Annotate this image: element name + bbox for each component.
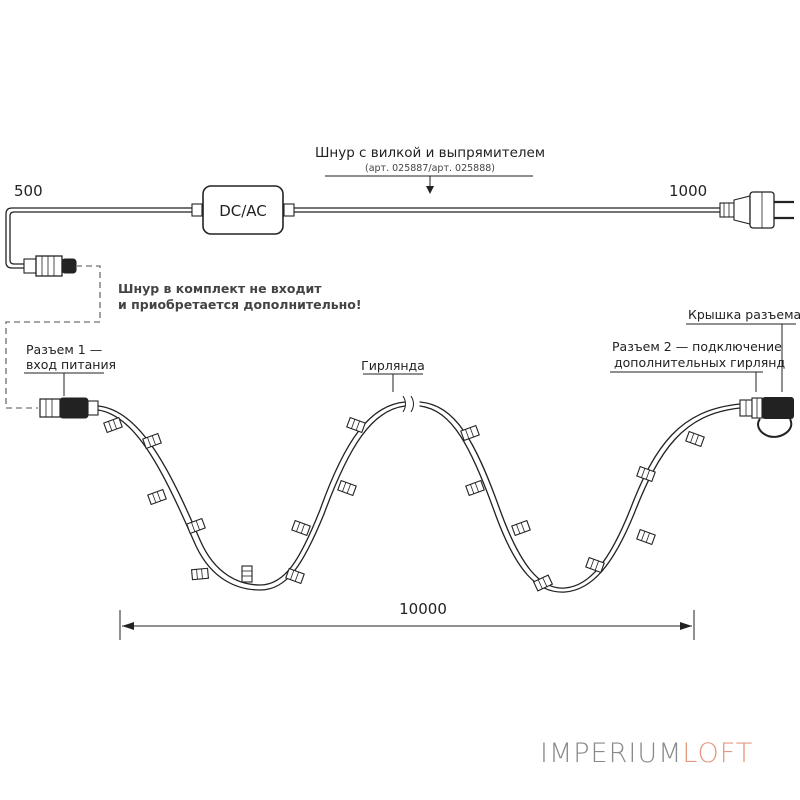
garland-dimension: 10000 [119, 600, 695, 640]
bulb [465, 479, 485, 497]
bulb [142, 432, 162, 450]
cord-pointer-arrow [426, 186, 434, 194]
garland [97, 395, 741, 593]
connector-2 [739, 397, 763, 419]
bulb [337, 479, 357, 497]
bulb [241, 565, 253, 583]
rectifier-label: DC/AC [219, 202, 267, 220]
bulb [636, 528, 656, 546]
bulb [511, 519, 531, 537]
strain-relief-left [191, 203, 203, 217]
power-cord: DC/AC Шнур с вилкой и выпрямителем [5, 145, 794, 277]
cord-connector [23, 255, 77, 277]
dimension-arrow-left [122, 622, 134, 630]
note-line-1: Шнур в комплект не входит [118, 281, 322, 296]
bulb [685, 430, 705, 448]
bulb [585, 556, 605, 574]
cord-length-left: 500 [14, 182, 43, 200]
dimension-arrow-right [680, 622, 692, 630]
plug [719, 191, 794, 229]
bulb [636, 465, 656, 483]
cord-subtitle: (арт. 025887/арт. 025888) [365, 163, 495, 174]
connector-1 [39, 397, 99, 419]
garland-wire-a [97, 401, 741, 589]
strain-relief-right [283, 203, 295, 217]
garland-break-2 [410, 395, 414, 413]
cap-label: Крышка разъема [688, 307, 800, 322]
brand-logo: IMPERIUMLOFT [540, 738, 753, 769]
rectifier-box [202, 185, 284, 235]
bulb [346, 416, 366, 434]
bulb [460, 424, 480, 442]
garland-break-1 [402, 395, 406, 413]
note-line-2: и приобретается дополнительно! [118, 297, 362, 312]
dashed-connection [5, 265, 101, 409]
connector1-label-line1: Разъем 1 — [26, 342, 102, 357]
connector2-label-line2: дополнительных гирлянд [614, 355, 785, 370]
bulb [285, 567, 305, 585]
garland-wire-b [97, 405, 741, 593]
garland-length: 10000 [399, 600, 447, 618]
bulb [147, 488, 167, 506]
cord-length-right: 1000 [669, 182, 707, 200]
bulb [190, 567, 210, 581]
connector2-label-line1: Разъем 2 — подключение [612, 339, 782, 354]
cord-wire-left [5, 207, 193, 269]
connector-cap [757, 397, 794, 438]
logo-part-2: LOFT [682, 738, 753, 769]
garland-label: Гирлянда [361, 358, 425, 373]
logo-part-1: IMPERIUM [540, 738, 682, 769]
bulb [186, 517, 206, 535]
cord-wire-left-outer [9, 211, 193, 265]
bulb [532, 574, 554, 592]
bulb [103, 416, 123, 434]
bulb [291, 519, 311, 537]
cord-title: Шнур с вилкой и выпрямителем [315, 145, 545, 161]
connector1-label-line2: вход питания [26, 357, 116, 372]
